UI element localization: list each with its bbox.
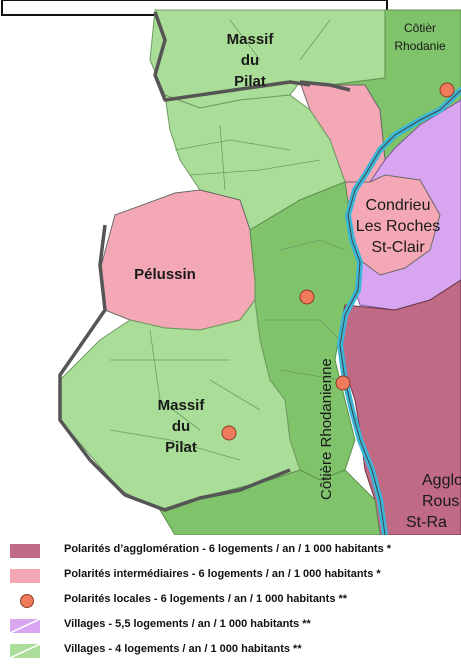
label-massif-bottom-1: Massif	[158, 397, 206, 414]
label-condrieu-2: Les Roches	[356, 218, 441, 235]
label-massif-top-3: Pilat	[234, 73, 266, 90]
legend-item-village-4: Villages - 4 logements / an / 1 000 habi…	[10, 640, 461, 660]
agglomeration-swatch	[10, 544, 40, 558]
label-cotiere-top-2: Rhodanie	[394, 39, 446, 53]
village-55-swatch	[10, 619, 40, 633]
region-massif-bottom	[59, 298, 301, 511]
legend-item-intermediaire: Polarités intermédiaires - 6 logements /…	[10, 565, 461, 585]
commune-boundaries	[109, 19, 346, 461]
river-edge	[339, 89, 461, 535]
locale-dot-icon	[20, 594, 34, 608]
label-massif-bottom-2: du	[172, 418, 190, 435]
label-agglo-2: Rous	[422, 493, 459, 510]
label-massif-bottom-3: Pilat	[165, 439, 197, 456]
map-legend: Polarités d’agglomération - 6 logements …	[0, 536, 461, 665]
legend-item-village-55: Villages - 5,5 logements / an / 1 000 ha…	[10, 615, 461, 635]
label-pelussin: Pélussin	[134, 266, 196, 283]
legend-label: Villages - 4 logements / an / 1 000 habi…	[64, 643, 302, 655]
locale-dot-center	[299, 289, 315, 305]
locale-dot-east	[335, 375, 351, 391]
legend-item-agglomeration: Polarités d’agglomération - 6 logements …	[10, 540, 461, 560]
village-4-swatch	[10, 644, 40, 658]
label-agglo-3: St-Ra	[406, 514, 447, 531]
legend-label: Polarités d’agglomération - 6 logements …	[64, 543, 392, 555]
label-cotiere-vertical: Côtière Rhodanienne	[318, 358, 335, 500]
park-boundary	[58, 11, 351, 512]
label-agglo-1: Agglon	[422, 472, 461, 489]
label-condrieu-1: Condrieu	[366, 197, 431, 214]
label-massif-top-1: Massif	[227, 31, 275, 48]
legend-label: Polarités locales - 6 logements / an / 1…	[64, 593, 348, 605]
label-condrieu-3: St-Clair	[371, 239, 425, 256]
label-cotiere-top-1: Côtièr	[404, 21, 436, 35]
legend-label: Polarités intermédiaires - 6 logements /…	[64, 568, 381, 580]
territory-map: Massif du Pilat Côtièr Rhodanie Condrieu…	[0, 0, 461, 535]
locale-dot-massif	[221, 425, 237, 441]
locale-dot-top	[439, 82, 455, 98]
label-massif-top-2: du	[241, 52, 259, 69]
intermediaire-swatch	[10, 569, 40, 583]
legend-label: Villages - 5,5 logements / an / 1 000 ha…	[64, 618, 311, 630]
legend-item-locale: Polarités locales - 6 logements / an / 1…	[10, 590, 461, 610]
